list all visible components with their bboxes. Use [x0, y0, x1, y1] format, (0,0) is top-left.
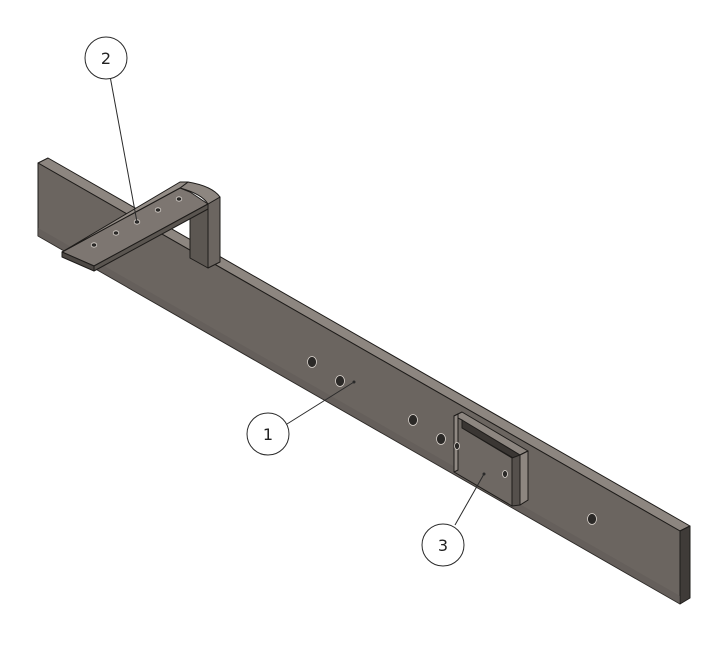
bar-hole: [335, 375, 345, 387]
strap-side-edge: [93, 203, 209, 272]
leader-dot-1: [352, 380, 356, 384]
balloon-circle-3: [421, 523, 465, 567]
leader-line-2: [109, 75, 138, 223]
strap-hole: [175, 196, 183, 202]
balloon-label-1: 1: [263, 425, 273, 444]
bracket-flange-edge: [519, 450, 529, 506]
strap-hole: [90, 242, 98, 248]
strap-hole: [112, 230, 120, 236]
strap-leg-side: [207, 196, 221, 269]
leader-dot-3: [482, 472, 486, 476]
strap-hole: [154, 207, 162, 213]
part-3-bracket: [453, 411, 529, 507]
leader-line-1: [286, 381, 355, 425]
bar-bottom-shade: [38, 228, 680, 604]
balloon-2: 2: [84, 36, 139, 224]
leader-line-3: [454, 473, 485, 526]
bracket-hole: [454, 442, 460, 450]
bar-hole: [408, 414, 418, 426]
bar-hole: [307, 356, 317, 368]
bar-hole: [587, 513, 597, 525]
bar-end-face: [679, 525, 691, 605]
balloon-3: 3: [421, 472, 486, 567]
strap-top-edge: [61, 181, 189, 253]
bar-hole: [436, 433, 446, 445]
leader-dot-2: [135, 220, 139, 224]
balloon-circle-1: [246, 412, 290, 456]
balloon-1: 1: [246, 380, 356, 456]
part-2-strap: [61, 181, 221, 272]
balloon-label-3: 3: [438, 536, 448, 555]
balloon-circle-2: [84, 36, 128, 80]
bracket-hole: [502, 470, 508, 478]
balloon-label-2: 2: [101, 49, 111, 68]
